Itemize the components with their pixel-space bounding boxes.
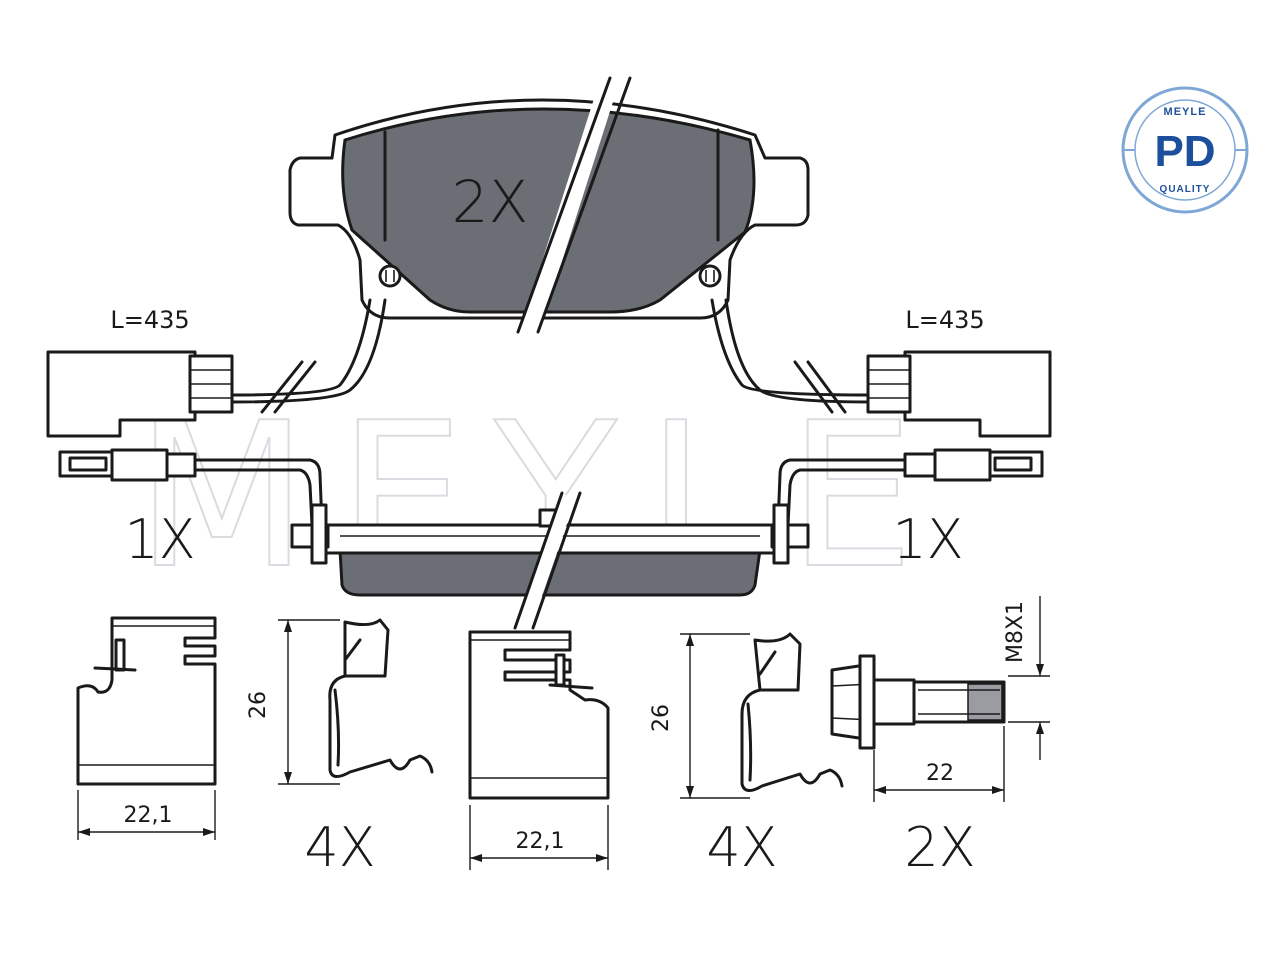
brake-pad-top-view — [288, 76, 810, 334]
sensor-right-length: L=435 — [905, 306, 984, 334]
clip-b-drawing — [468, 630, 610, 800]
main-pad-quantity: 2X — [452, 168, 529, 236]
badge-center-text: PD — [1154, 127, 1215, 176]
clip-b-width-dim — [469, 805, 609, 870]
sensor-wire-lower-right — [776, 448, 1044, 527]
sensor-wire-upper-right — [710, 298, 872, 414]
bolt-thread-dim — [1008, 596, 1050, 760]
spring-b-drawing — [680, 632, 844, 799]
spring-a-drawing — [278, 618, 434, 785]
sensor-left-quantity: 1X — [124, 508, 195, 571]
clip-b-quantity: 4X — [706, 816, 777, 879]
spring-b-height-label: 26 — [649, 704, 674, 732]
clip-a-width-dim — [77, 790, 216, 840]
bolt-length-label: 22 — [926, 761, 954, 786]
brake-pad-side-view — [290, 491, 810, 630]
clip-a-quantity: 4X — [304, 816, 375, 879]
meyle-pd-quality-badge: PD MEYLE QUALITY — [1121, 86, 1249, 214]
sensor-left-length: L=435 — [110, 306, 189, 334]
bolt-drawing — [830, 654, 1006, 750]
sensor-right-quantity: 1X — [892, 508, 963, 571]
bolt-thread-label: M8X1 — [1003, 601, 1028, 663]
clip-b-width-label: 22,1 — [516, 829, 565, 854]
spring-a-height-label: 26 — [246, 691, 271, 719]
sensor-wire-upper-left — [228, 298, 387, 414]
bolt-length-dim — [873, 726, 1005, 802]
clip-a-width-label: 22,1 — [124, 803, 173, 828]
sensor-wire-lower-left — [58, 448, 324, 527]
clip-a-drawing — [76, 616, 217, 786]
badge-top-text: MEYLE — [1164, 106, 1207, 118]
bolt-quantity: 2X — [904, 816, 975, 879]
connector-left — [46, 350, 234, 438]
connector-right — [866, 350, 1052, 438]
badge-bottom-text: QUALITY — [1160, 184, 1211, 195]
